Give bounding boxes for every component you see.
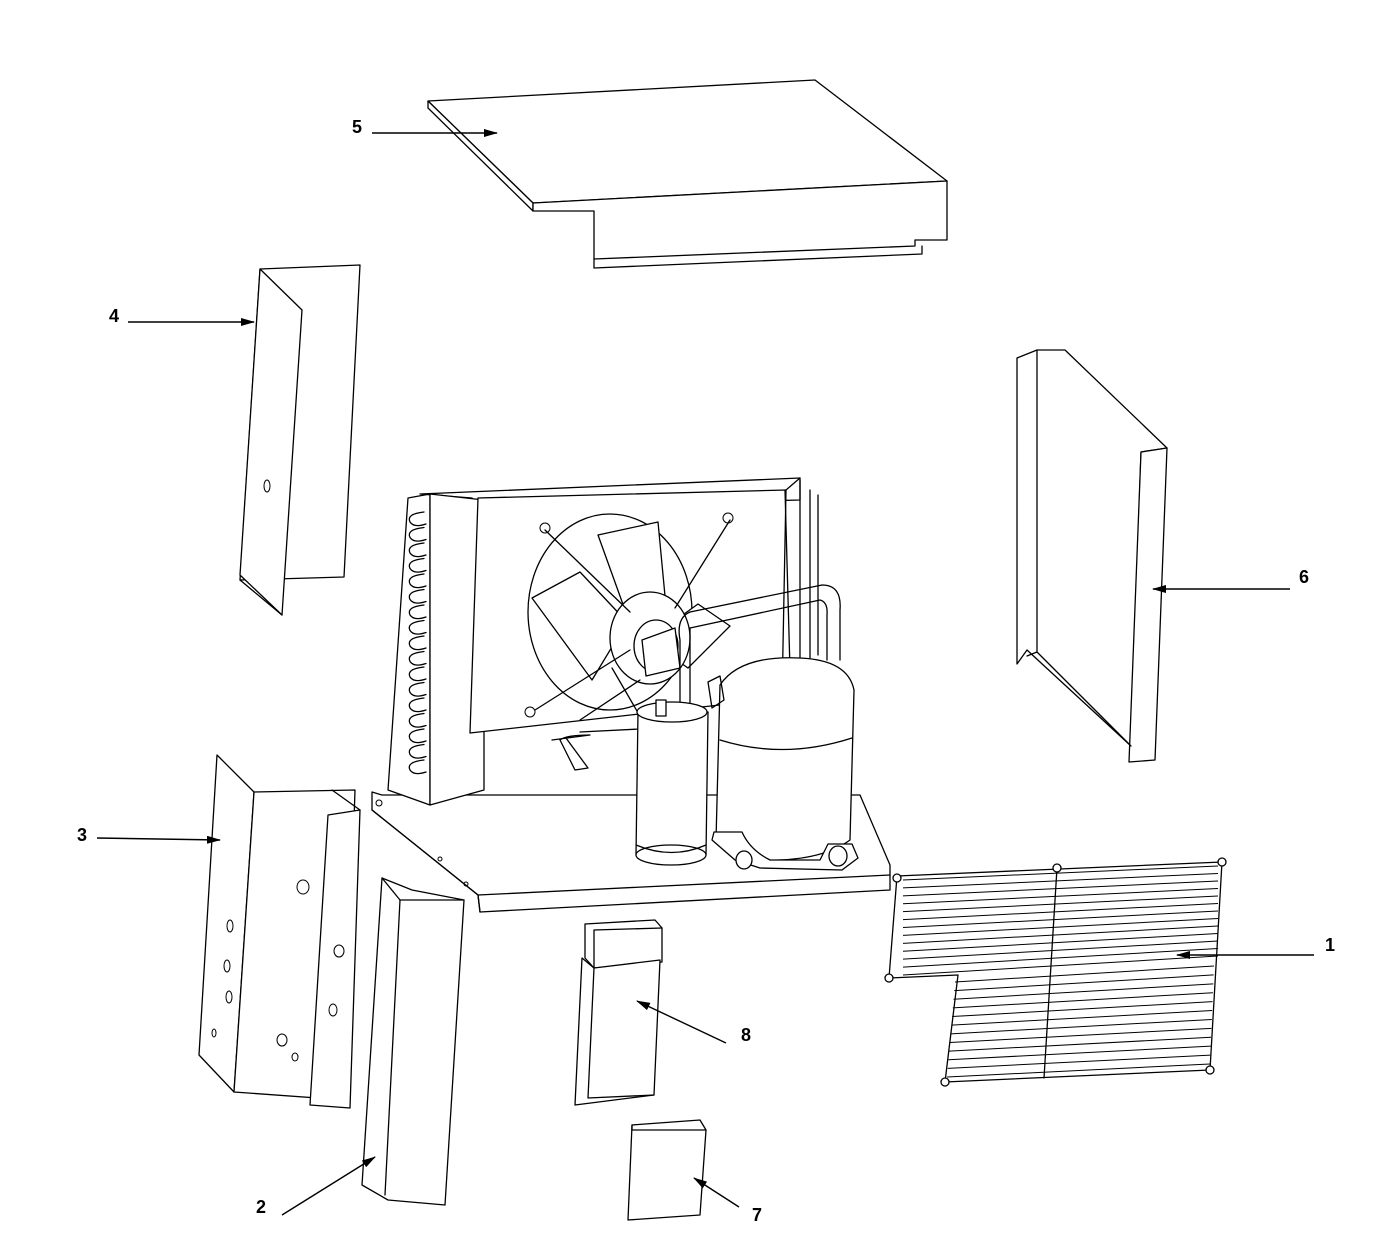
hole-icon: [263, 479, 271, 493]
condensing-unit-assembly: [371, 477, 891, 913]
top-cover-part: [427, 79, 948, 269]
left-upper-panel-part: [239, 264, 361, 616]
callout-3: 3: [77, 825, 87, 845]
callout-6: 6: [1299, 567, 1309, 587]
front-lower-panel-part: [361, 877, 465, 1206]
compressor: [707, 657, 859, 871]
callout-labels: 5 4 3 6 1 8 2 7: [77, 117, 1335, 1225]
callout-7: 7: [752, 1205, 762, 1225]
callout-8: 8: [741, 1025, 751, 1045]
left-lower-panel-part: [198, 754, 361, 1109]
right-upper-panel-part: [1016, 349, 1168, 763]
callout-1: 1: [1325, 935, 1335, 955]
service-panel-part: [574, 919, 663, 1106]
control-box-cover-part: [627, 1119, 707, 1221]
accumulator-tank: [635, 699, 709, 866]
callout-2: 2: [256, 1197, 266, 1217]
fan-guard-grille-part: [884, 857, 1227, 1087]
callout-leaders: [96, 129, 1314, 1216]
callout-5: 5: [352, 117, 362, 137]
callout-4: 4: [109, 306, 119, 326]
